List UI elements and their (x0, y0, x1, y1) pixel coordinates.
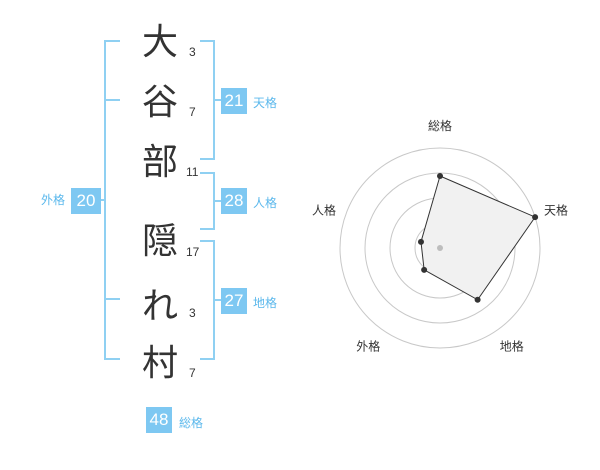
name-char-4: 隠 (141, 221, 178, 262)
radar-axis-label-3: 地格 (500, 339, 524, 354)
stroke-count-3: 11 (186, 165, 199, 179)
name-char-6: 村 (141, 343, 178, 384)
radar-axis-label-5: 人格 (312, 202, 336, 217)
chikaku-bracket-connector (215, 299, 223, 301)
name-char-5: れ (141, 286, 178, 327)
gaikaku-value-badge: 20 (71, 188, 101, 214)
stroke-count-6: 7 (189, 366, 196, 380)
jinkaku-bracket (200, 172, 215, 230)
radar-area (420, 175, 536, 301)
gaikaku-bracket-tick (104, 99, 120, 101)
radar-axis-label-4: 外格 (356, 339, 380, 354)
jinkaku-label: 人格 (253, 196, 278, 210)
gaikaku-bracket (104, 40, 120, 360)
radar-point-4 (421, 266, 428, 273)
soukaku-value-badge: 48 (146, 407, 172, 433)
tenkaku-bracket-connector (215, 99, 223, 101)
name-char-2: 谷 (141, 82, 178, 123)
chikaku-label: 地格 (253, 296, 278, 310)
stroke-count-4: 17 (186, 245, 200, 259)
jinkaku-bracket-connector (215, 200, 223, 202)
name-char-3: 部 (141, 142, 178, 183)
radar-axis-label-2: 天格 (544, 202, 568, 217)
radar-point-1 (437, 173, 443, 179)
tenkaku-value-badge: 21 (221, 88, 247, 114)
chikaku-value-badge: 27 (221, 288, 247, 314)
name-char-1: 大 (141, 22, 178, 63)
tenkaku-label: 天格 (253, 96, 278, 110)
radar-point-5 (417, 238, 424, 245)
stroke-count-2: 7 (189, 105, 196, 119)
radar-ring (339, 147, 541, 349)
stroke-count-1: 3 (189, 45, 196, 59)
chikaku-bracket (200, 240, 215, 360)
gaikaku-label: 外格 (41, 193, 66, 207)
soukaku-label: 総格 (179, 416, 204, 430)
gaikaku-bracket-tick (104, 298, 120, 300)
radar-axis-label-1: 総格 (428, 118, 452, 133)
radar-center-dot (437, 245, 443, 251)
jinkaku-value-badge: 28 (221, 188, 247, 214)
stroke-count-5: 3 (189, 306, 196, 320)
radar-point-3 (474, 296, 481, 303)
tenkaku-bracket (200, 40, 215, 160)
radar-point-2 (532, 214, 539, 221)
